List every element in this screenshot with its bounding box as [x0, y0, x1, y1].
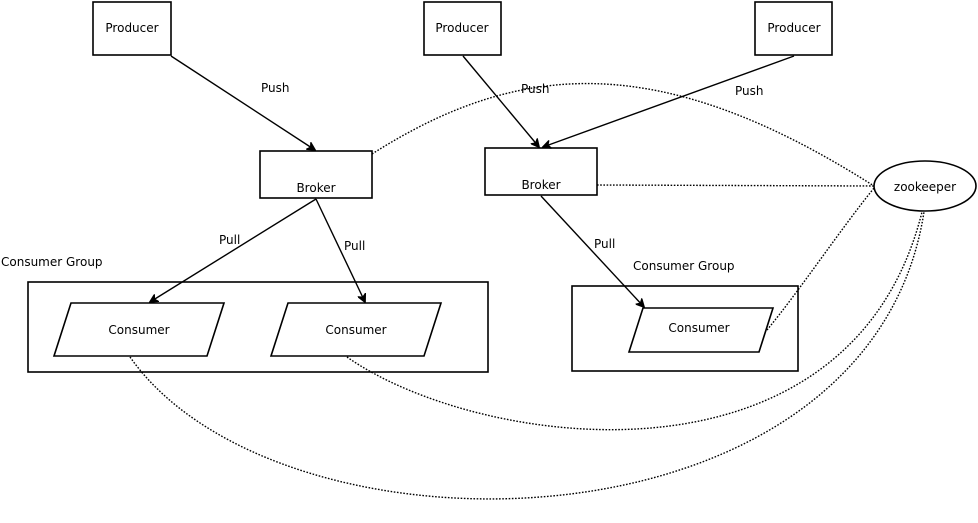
consumer-group-1-label: Consumer Group [1, 255, 103, 269]
producer-node-2: Producer [423, 1, 502, 56]
consumer-node-1: Consumer [52, 302, 226, 357]
zookeeper-link-broker-2 [596, 184, 875, 187]
broker-1-label: Broker [296, 181, 335, 195]
producer-node-1: Producer [92, 1, 172, 56]
broker-node-1: Broker [259, 150, 373, 199]
consumer-node-2: Consumer [269, 302, 443, 357]
pull-arrow-2 [315, 198, 365, 302]
push-label-2: Push [521, 82, 550, 96]
consumer-group-1-box [27, 281, 489, 373]
producer-1-label: Producer [105, 21, 158, 35]
consumer-group-2-box [571, 285, 799, 372]
consumer-1-label: Consumer [108, 323, 169, 337]
pull-arrow-1 [150, 198, 317, 302]
push-arrow-1 [170, 55, 315, 150]
zookeeper-link-consumer-1 [129, 211, 925, 500]
consumer-2-label: Consumer [325, 323, 386, 337]
producer-node-3: Producer [754, 1, 833, 56]
producer-2-label: Producer [435, 21, 488, 35]
pull-label-1: Pull [219, 233, 240, 247]
pull-label-3: Pull [594, 237, 615, 251]
zookeeper-label: zookeeper [894, 180, 956, 194]
zookeeper-link-broker-1 [371, 82, 875, 187]
zookeeper-node: zookeeper [873, 160, 977, 212]
zookeeper-link-consumer-3 [766, 187, 875, 331]
zookeeper-link-consumer-2 [346, 211, 923, 431]
push-arrow-3 [543, 55, 795, 147]
consumer-node-3: Consumer [627, 307, 775, 353]
broker-node-2: Broker [484, 147, 598, 196]
push-label-3: Push [735, 84, 764, 98]
pull-arrow-3 [540, 195, 644, 307]
broker-2-label: Broker [521, 178, 560, 192]
consumer-group-2-label: Consumer Group [633, 259, 735, 273]
consumer-3-label: Consumer [668, 321, 729, 335]
pull-label-2: Pull [344, 239, 365, 253]
producer-3-label: Producer [767, 21, 820, 35]
push-arrow-2 [462, 55, 539, 147]
push-label-1: Push [261, 81, 290, 95]
